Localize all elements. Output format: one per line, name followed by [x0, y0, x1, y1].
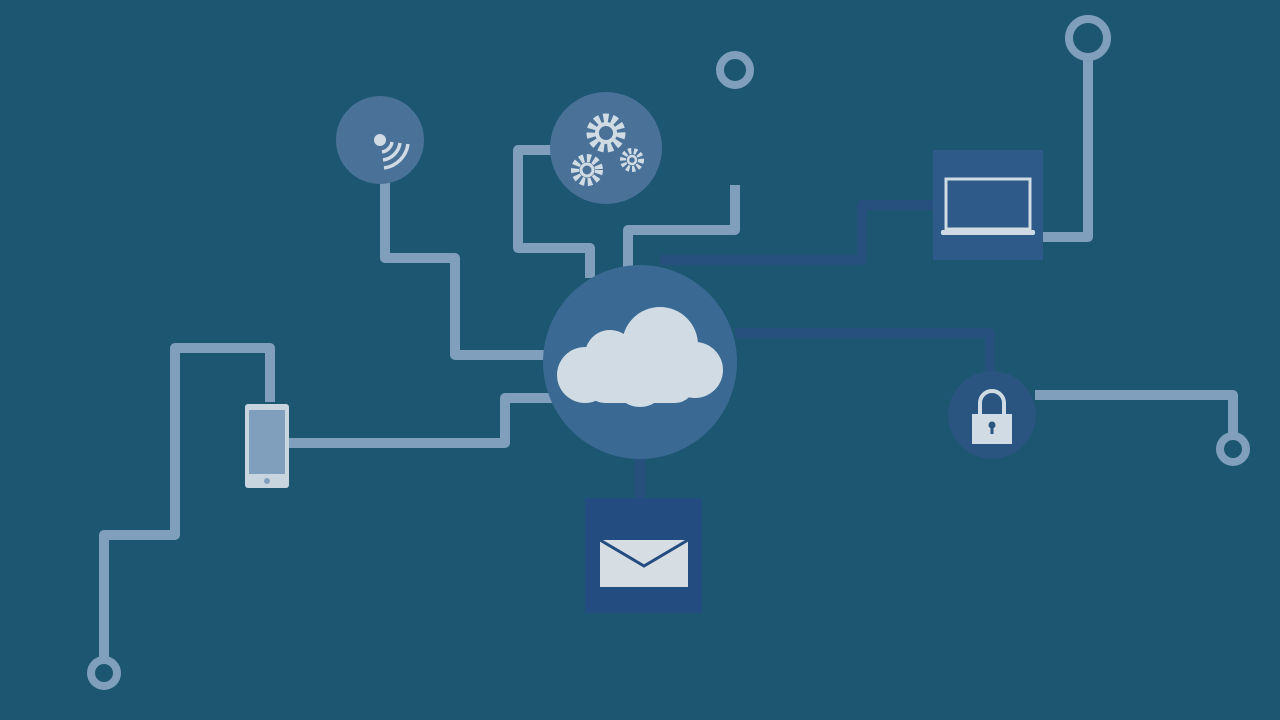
- gears-node: [550, 92, 662, 204]
- connector-lock: [735, 328, 995, 378]
- gears-icon: [571, 113, 644, 186]
- laptop-icon: [941, 177, 1035, 235]
- cloud-icon: [557, 307, 723, 407]
- lock-node: [948, 371, 1036, 459]
- terminal-node: [87, 656, 121, 690]
- connector-top-right: [1043, 58, 1093, 242]
- connector-right: [1035, 390, 1238, 436]
- wifi-node: [336, 96, 424, 184]
- connector-bottom-left: [99, 343, 275, 661]
- terminal-node: [716, 51, 754, 89]
- lock-icon: [972, 389, 1012, 444]
- terminal-node: [1065, 15, 1111, 61]
- connector-wifi: [380, 180, 548, 360]
- mail-node: [585, 498, 702, 613]
- connectors: [87, 15, 1250, 690]
- laptop-node: [933, 150, 1043, 260]
- wifi-signal-icon: [374, 134, 410, 170]
- connector-top-stub: [623, 185, 740, 268]
- envelope-icon: [599, 538, 689, 587]
- terminal-node: [1216, 432, 1250, 466]
- connector-phone: [289, 393, 552, 448]
- connector-laptop: [660, 200, 935, 265]
- cloud-hub: [543, 265, 737, 459]
- connector-gears: [513, 145, 595, 278]
- smartphone-icon: [245, 404, 289, 488]
